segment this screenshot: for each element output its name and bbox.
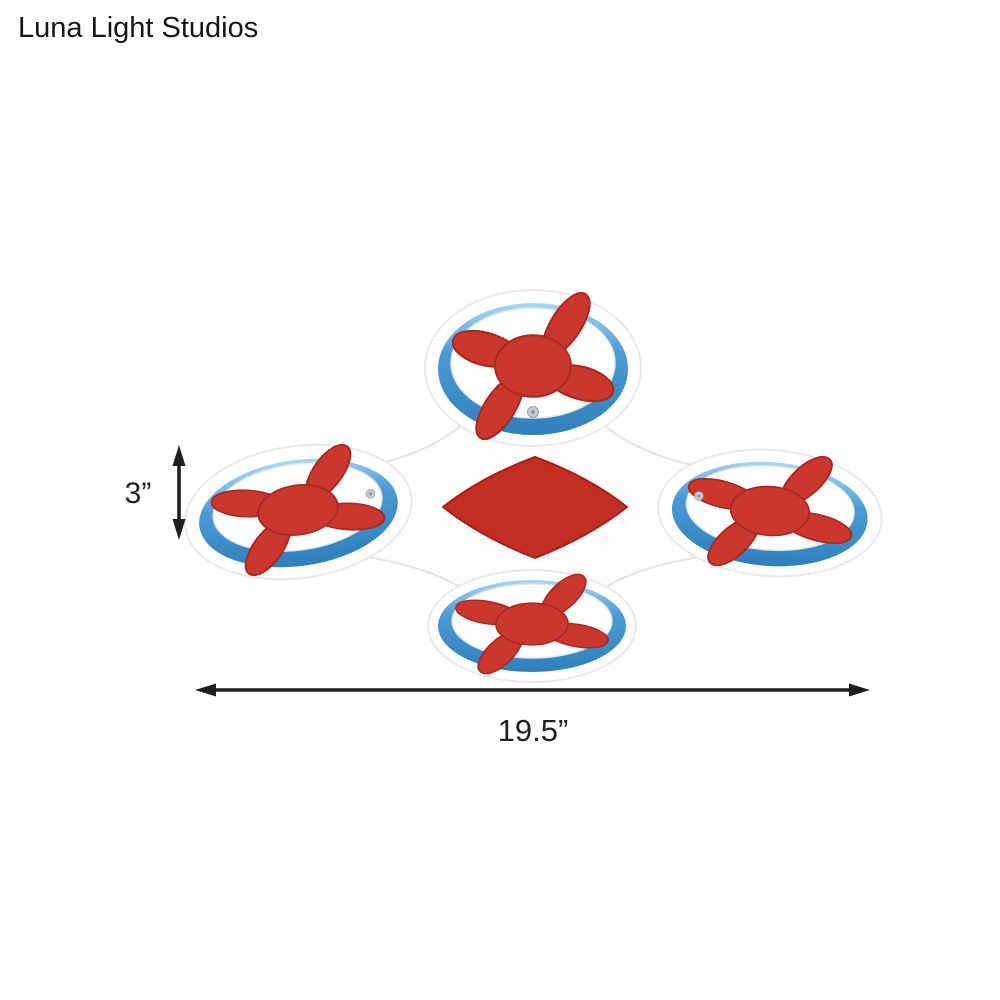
width-dimension: [195, 683, 870, 697]
center-diamond-panel: [442, 456, 628, 559]
arrow-down-icon: [172, 519, 186, 540]
arrow-left-icon: [195, 683, 216, 697]
screw-icon: [527, 406, 539, 418]
brand-watermark: Luna Light Studios: [18, 12, 259, 44]
height-dimension-label: 3”: [125, 477, 152, 510]
screw-icon: [693, 490, 704, 502]
arrow-right-icon: [849, 683, 870, 697]
propeller-ring-top: [424, 287, 642, 447]
arrow-up-icon: [172, 445, 186, 466]
width-dimension-label: 19.5”: [498, 713, 569, 748]
height-dimension: [172, 445, 186, 540]
propeller-ring-left: [184, 434, 413, 586]
propeller-ring-bottom: [427, 569, 637, 683]
propeller-ring-right: [657, 442, 883, 580]
